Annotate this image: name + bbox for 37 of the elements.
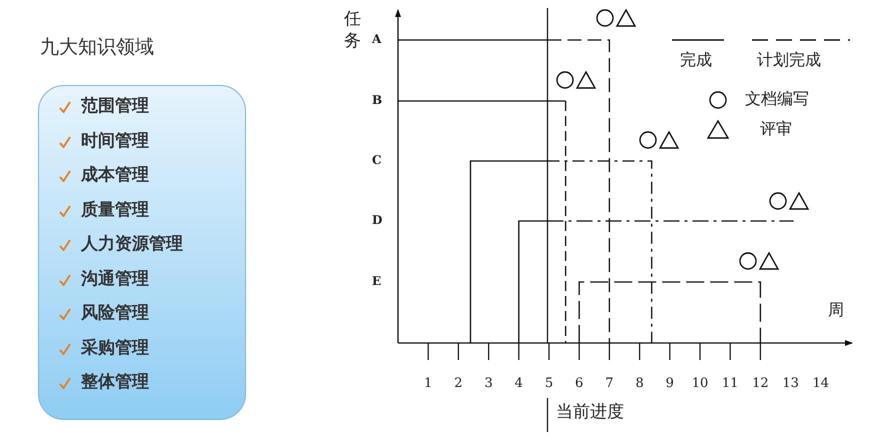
tick-label: 11	[722, 377, 738, 390]
axis-label: 当前进度	[556, 404, 624, 421]
task-label: A	[372, 33, 382, 45]
tick-label: 12	[752, 377, 769, 390]
title: 九大知识领域	[40, 38, 154, 57]
legend-label: 完成	[680, 52, 712, 68]
tick-label: 10	[692, 377, 708, 390]
tick-label: 2	[454, 377, 463, 390]
list-item: 时间管理	[81, 132, 149, 150]
task-label: B	[372, 94, 382, 106]
task-label: D	[372, 214, 382, 226]
tick-label: 9	[666, 377, 674, 390]
tick-label: 5	[544, 377, 554, 390]
task-label: C	[372, 154, 382, 166]
list-item: 采购管理	[81, 340, 149, 356]
tick-label: 1	[424, 377, 432, 390]
tick-label: 7	[605, 377, 614, 390]
list-item: 人力资源管理	[81, 236, 183, 253]
legend-label: 文档编写	[745, 91, 809, 107]
list-item: 成本管理	[81, 167, 149, 184]
tick-label: 3	[484, 377, 493, 390]
axis-label: 任务	[344, 8, 362, 52]
list-item: 质量管理	[81, 202, 149, 218]
task-label: E	[372, 275, 382, 287]
axis-label: 周	[828, 302, 844, 318]
tick-label: 8	[635, 377, 644, 390]
legend-label: 评审	[760, 121, 792, 137]
list-item: 沟通管理	[81, 270, 149, 288]
legend-label: 计划完成	[757, 52, 821, 68]
tick-label: 6	[575, 377, 584, 390]
list-panel	[38, 85, 246, 420]
tick-label: 4	[514, 377, 523, 390]
list-item: 整体管理	[81, 374, 149, 391]
list-item: 范围管理	[81, 98, 149, 115]
tick-label: 14	[812, 377, 830, 390]
tick-label: 13	[782, 377, 799, 390]
list-item: 风险管理	[81, 305, 149, 322]
